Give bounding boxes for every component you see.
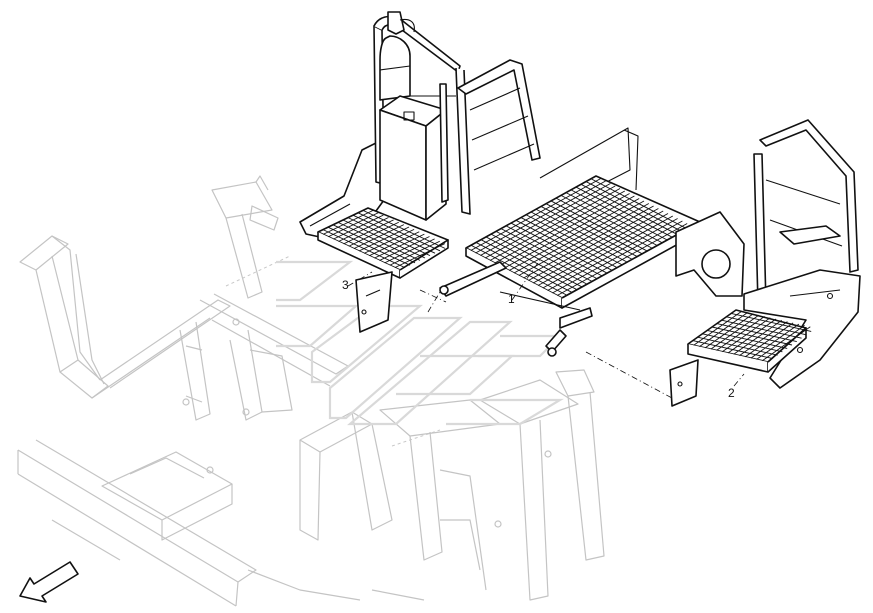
leader-lines	[347, 259, 745, 399]
callout-part-3: 3	[342, 278, 349, 292]
callout-part-2: 2	[728, 386, 735, 400]
watermark-chevrons	[276, 260, 564, 426]
step-grate-2	[692, 310, 812, 362]
step-grate-3	[322, 209, 446, 269]
chassis-frame	[17, 175, 605, 607]
right-step-assembly	[669, 119, 861, 407]
left-step-assembly	[299, 11, 471, 333]
front-direction-arrow-icon	[19, 561, 79, 603]
callout-part-1: 1	[508, 292, 515, 306]
centre-platform-assembly	[439, 59, 745, 357]
platform-grate-1	[470, 178, 688, 296]
